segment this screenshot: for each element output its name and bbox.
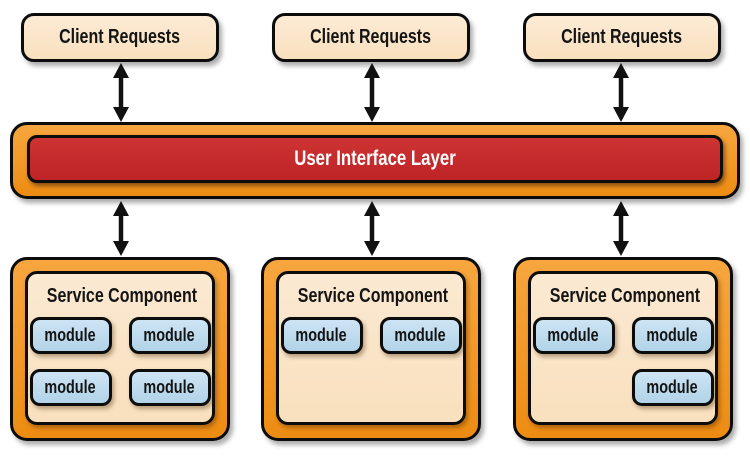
module-box: module xyxy=(379,317,462,354)
service-component-title-text: Service Component xyxy=(297,285,449,307)
module-box: module xyxy=(280,317,363,354)
module-label: module xyxy=(646,377,699,397)
service-component-frame: Service Component module module module m… xyxy=(10,257,230,441)
module-label: module xyxy=(44,325,97,345)
service-component-title: Service Component xyxy=(28,283,212,309)
bidirectional-arrow-icon xyxy=(613,201,629,256)
module-label: module xyxy=(394,325,447,345)
service-component-frame: Service Component module module module xyxy=(513,257,733,441)
client-requests-label: Client Requests xyxy=(59,26,181,48)
bidirectional-arrow-icon xyxy=(364,63,380,122)
module-grid: module module module module xyxy=(28,317,212,406)
service-component-box: Service Component module module module xyxy=(528,271,718,425)
module-box: module xyxy=(128,317,211,354)
client-requests-box: Client Requests xyxy=(523,13,721,62)
module-box: module xyxy=(29,317,112,354)
service-component-title: Service Component xyxy=(279,283,463,309)
bidirectional-arrow-icon xyxy=(113,201,129,256)
module-box: module xyxy=(631,369,714,406)
service-component-box: Service Component module module module m… xyxy=(25,271,215,425)
module-label: module xyxy=(143,377,196,397)
service-component-title: Service Component xyxy=(531,283,715,309)
bidirectional-arrow-icon xyxy=(613,63,629,122)
module-grid: module module xyxy=(279,317,463,354)
service-component-frame: Service Component module module xyxy=(261,257,481,441)
module-box: module xyxy=(29,369,112,406)
bidirectional-arrow-icon xyxy=(364,201,380,256)
module-box: module xyxy=(631,317,714,354)
service-component-box: Service Component module module xyxy=(276,271,466,425)
bidirectional-arrow-icon xyxy=(113,63,129,122)
client-requests-box: Client Requests xyxy=(272,13,470,62)
client-requests-box: Client Requests xyxy=(21,13,219,62)
user-interface-layer-frame: User Interface Layer xyxy=(10,122,740,199)
service-component-title-text: Service Component xyxy=(46,285,198,307)
module-label: module xyxy=(295,325,348,345)
user-interface-layer-label: User Interface Layer xyxy=(294,147,456,170)
service-component-title-text: Service Component xyxy=(549,285,701,307)
user-interface-layer-bar: User Interface Layer xyxy=(27,135,723,183)
module-label: module xyxy=(143,325,196,345)
module-label: module xyxy=(547,325,600,345)
module-box: module xyxy=(532,317,615,354)
module-label: module xyxy=(44,377,97,397)
module-grid: module module module xyxy=(531,317,715,406)
client-requests-label: Client Requests xyxy=(561,26,683,48)
module-box: module xyxy=(128,369,211,406)
client-requests-label: Client Requests xyxy=(310,26,432,48)
module-label: module xyxy=(646,325,699,345)
